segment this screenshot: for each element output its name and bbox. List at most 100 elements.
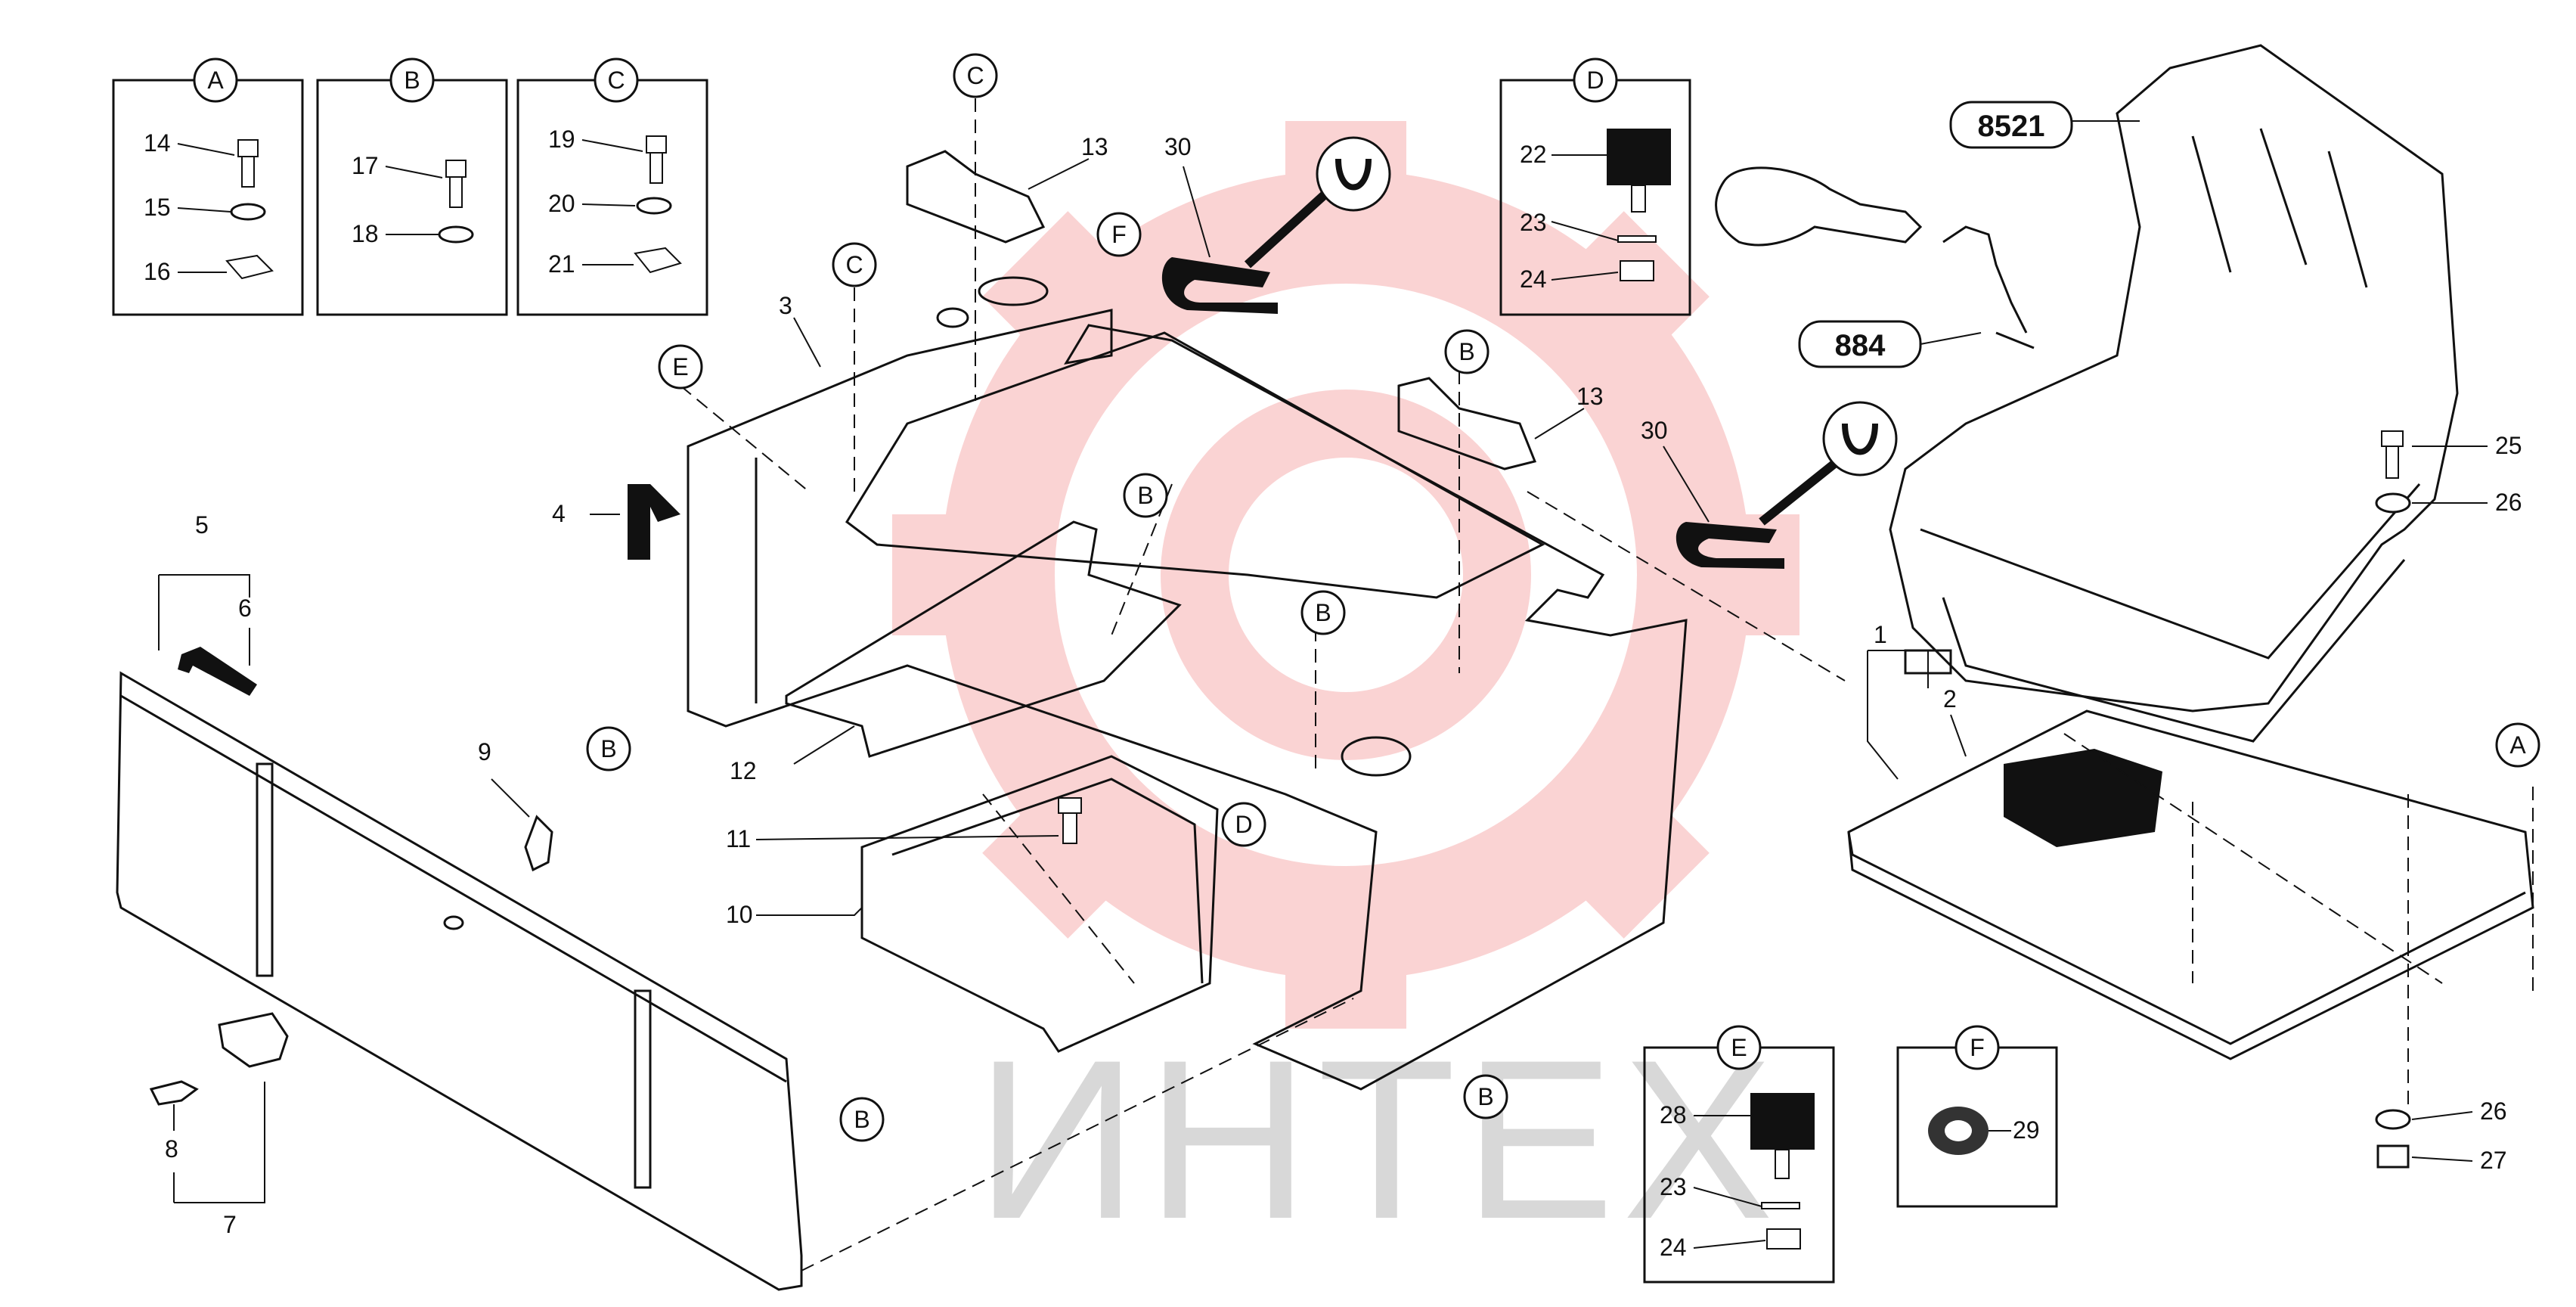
callout-b-left-text: B [600,735,616,762]
part-label-23: 23 [1660,1173,1687,1200]
callout-b-right [1463,1074,1508,1119]
part-label-26b: 26 [2480,1097,2507,1125]
callout-c-top-text: C [966,62,984,89]
part-label-3: 3 [779,292,792,319]
part-label-13a: 13 [1081,133,1108,160]
part-label-10: 10 [726,901,753,928]
part-label-1: 1 [1874,621,1887,648]
detail-box-a-letter: A [207,67,224,94]
detail-box-e: E 28 23 24 [1643,1025,1835,1284]
bolt-icon [237,139,259,188]
callout-c-left-text: C [845,251,863,278]
part-label-20: 20 [548,190,575,217]
part-label-27: 27 [2480,1147,2507,1174]
front-panel [116,671,803,1291]
ref-box-884: 884 [1798,320,1982,368]
callout-a-text: A [2509,731,2526,759]
callout-c-top [953,53,998,98]
callout-f-text: F [1111,221,1127,248]
nut-icon [1620,260,1654,281]
detail-box-c: C 19 20 21 [516,57,708,316]
nut-icon [1766,1228,1801,1250]
part-label-24: 24 [1520,265,1547,293]
watermark-gear-logo [892,121,1799,1029]
callout-b-bottom [839,1097,885,1142]
detail-box-b-letter: B [404,67,420,94]
clip-8 [149,1080,199,1106]
part-label-28: 28 [1660,1101,1687,1128]
part-label-5: 5 [195,511,209,539]
part-label-30a: 30 [1164,133,1192,160]
detail-box-c-letter: C [607,67,625,94]
washer-icon [636,197,672,215]
leader-lines [158,158,2488,1203]
washer-icon [438,225,474,244]
part-label-7: 7 [223,1211,237,1238]
ref-box-884-text: 884 [1835,329,1886,362]
callout-b-mid-text: B [1315,599,1331,626]
grommet-pad [2004,749,2162,847]
ref-box-8521: 8521 [1949,101,2140,149]
callout-b-right-text: B [1477,1083,1493,1110]
part-label-29: 29 [2013,1116,2040,1144]
washer-26a [2375,492,2411,514]
rubber-mount-icon [1607,129,1671,185]
callout-e [658,344,703,390]
detail-box-d: D 22 23 24 [1499,57,1691,316]
part-label-16: 16 [144,258,171,285]
callout-b-center [1123,473,1168,518]
callout-b-bottom-text: B [854,1106,870,1133]
clip-9 [524,815,553,872]
part-label-12: 12 [730,757,757,784]
part-label-18: 18 [352,220,379,247]
part-label-13b: 13 [1576,383,1604,410]
callout-e-text: E [672,353,688,380]
detail-box-d-letter: D [1586,67,1604,94]
part-label-17: 17 [352,152,379,179]
part-label-8: 8 [165,1135,178,1163]
part-label-19: 19 [548,126,575,153]
part-label-9: 9 [478,738,491,765]
part-label-4: 4 [552,500,566,527]
part-label-24: 24 [1660,1234,1687,1261]
bracket-4 [628,484,680,560]
seat-belt [1715,166,2035,349]
part-label-23: 23 [1520,209,1547,236]
bolt-11 [1058,797,1082,844]
callout-d-text: D [1235,811,1252,838]
detail-box-e-letter: E [1731,1034,1747,1061]
callout-c-left [832,242,877,287]
detail-box-f-letter: F [1970,1034,1985,1061]
edge-profile-30b [1675,401,1898,569]
clip-nut-icon [634,247,682,274]
part-label-22: 22 [1520,141,1547,168]
detail-box-f: F 29 [1896,1025,2058,1208]
nut-27 [2376,1144,2410,1169]
bolt-icon [646,135,667,184]
washer-icon [1617,235,1657,243]
washer-icon [230,203,266,221]
clip-nut-icon [225,254,274,280]
part-label-30b: 30 [1641,417,1668,444]
rubber-mount-icon [1750,1093,1815,1150]
part-label-14: 14 [144,129,171,157]
callout-b-bracket-text: B [1458,338,1474,365]
part-label-26a: 26 [2495,489,2522,516]
callout-a [2495,722,2540,768]
part-label-2: 2 [1943,685,1957,712]
edge-profile-30a [1161,136,1391,314]
operator-seat [1889,44,2459,743]
part-label-15: 15 [144,194,171,221]
callout-b-mid [1300,590,1346,635]
washer-26b [2375,1109,2411,1130]
ref-box-8521-text: 8521 [1978,110,2045,143]
washer-icon [1761,1202,1800,1209]
callout-f [1096,212,1142,257]
callout-d [1221,802,1266,847]
part-label-6: 6 [238,595,252,622]
seat-base-plate [1847,709,2534,1060]
callout-b-center-text: B [1137,482,1153,509]
detail-box-a: A 14 15 16 [112,57,304,316]
bolt-icon [445,160,467,208]
